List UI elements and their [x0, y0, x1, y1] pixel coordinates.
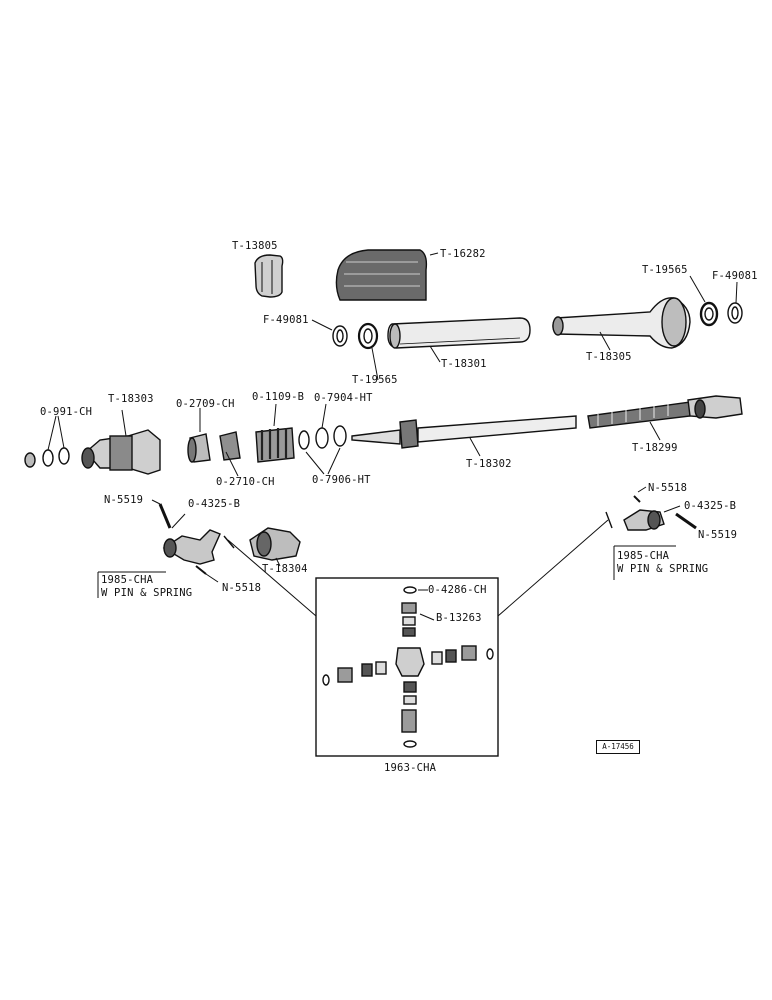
part-t13805-clip — [254, 254, 284, 298]
label-f49081-left: F-49081 — [263, 314, 309, 326]
label-t18302: T-18302 — [466, 458, 512, 470]
label-o7904ht: 0-7904-HT — [314, 392, 373, 404]
cross-assembly-box — [223, 511, 613, 757]
label-t13805: T-13805 — [232, 240, 278, 252]
label-n5519-right: N-5519 — [698, 529, 738, 541]
label-o4325b-right: 0-4325-B — [684, 500, 737, 512]
label-n5518-right: N-5518 — [648, 482, 688, 494]
label-b13263: B-13263 — [436, 612, 482, 624]
label-t16282: T-16282 — [440, 248, 486, 260]
label-t19565-left: T-19565 — [352, 374, 398, 386]
label-n5519-left: N-5519 — [104, 494, 144, 506]
cross-assembly-parts — [322, 586, 494, 748]
part-o991ch-washers — [24, 415, 70, 468]
part-o2709ch-sleeve — [187, 408, 211, 463]
part-o1109b-spring — [255, 403, 295, 463]
label-t18305: T-18305 — [586, 351, 632, 363]
note-left-line2: W PIN & SPRING — [101, 587, 193, 599]
part-t16282-shield — [335, 249, 439, 301]
note-right-1985-cha: 1985-CHA W PIN & SPRING — [617, 550, 708, 576]
label-o2710ch: 0-2710-CH — [216, 476, 275, 488]
part-t19565-bearing-right — [689, 275, 719, 327]
label-1963-cha: 1963-CHA — [384, 762, 437, 774]
note-right-line1: 1985-CHA — [617, 550, 670, 562]
label-t19565-right: T-19565 — [642, 264, 688, 276]
label-o7906ht: 0-7906-HT — [312, 474, 371, 486]
label-f49081-right: F-49081 — [712, 270, 758, 282]
label-t18304: T-18304 — [262, 563, 308, 575]
label-t18301: T-18301 — [441, 358, 487, 370]
drawing-reference-number: A-17456 — [596, 740, 640, 754]
part-t18304-yoke — [249, 527, 301, 567]
label-t18303: T-18303 — [108, 393, 154, 405]
label-o4325b-left: 0-4325-B — [188, 498, 241, 510]
label-o2709ch: 0-2709-CH — [176, 398, 235, 410]
note-left-1985-cha: 1985-CHA W PIN & SPRING — [101, 574, 192, 600]
part-t18302-shaft — [351, 415, 577, 457]
label-t18299: T-18299 — [632, 442, 678, 454]
part-t18303-yoke — [81, 409, 161, 475]
part-o2710ch-sleeve — [219, 431, 241, 477]
label-o1109b: 0-1109-B — [252, 391, 305, 403]
part-t18299-splined-shaft — [587, 395, 743, 441]
part-right-yoke-assembly — [623, 486, 697, 531]
part-o7904ht-washers — [298, 403, 347, 475]
part-t18301-tube — [387, 317, 531, 363]
note-right-line2: W PIN & SPRING — [617, 563, 709, 575]
part-f49081-washer-right — [727, 281, 743, 324]
label-o4286ch: 0-4286-CH — [428, 584, 487, 596]
part-left-yoke-assembly — [151, 499, 221, 583]
label-o991ch: 0-991-CH — [40, 406, 93, 418]
label-n5518-left: N-5518 — [222, 582, 262, 594]
part-t19565-bearing-left — [357, 322, 379, 381]
note-left-line1: 1985-CHA — [101, 574, 154, 586]
part-f49081-washer-left — [311, 319, 348, 347]
part-t18305-flared-tube — [552, 297, 691, 351]
